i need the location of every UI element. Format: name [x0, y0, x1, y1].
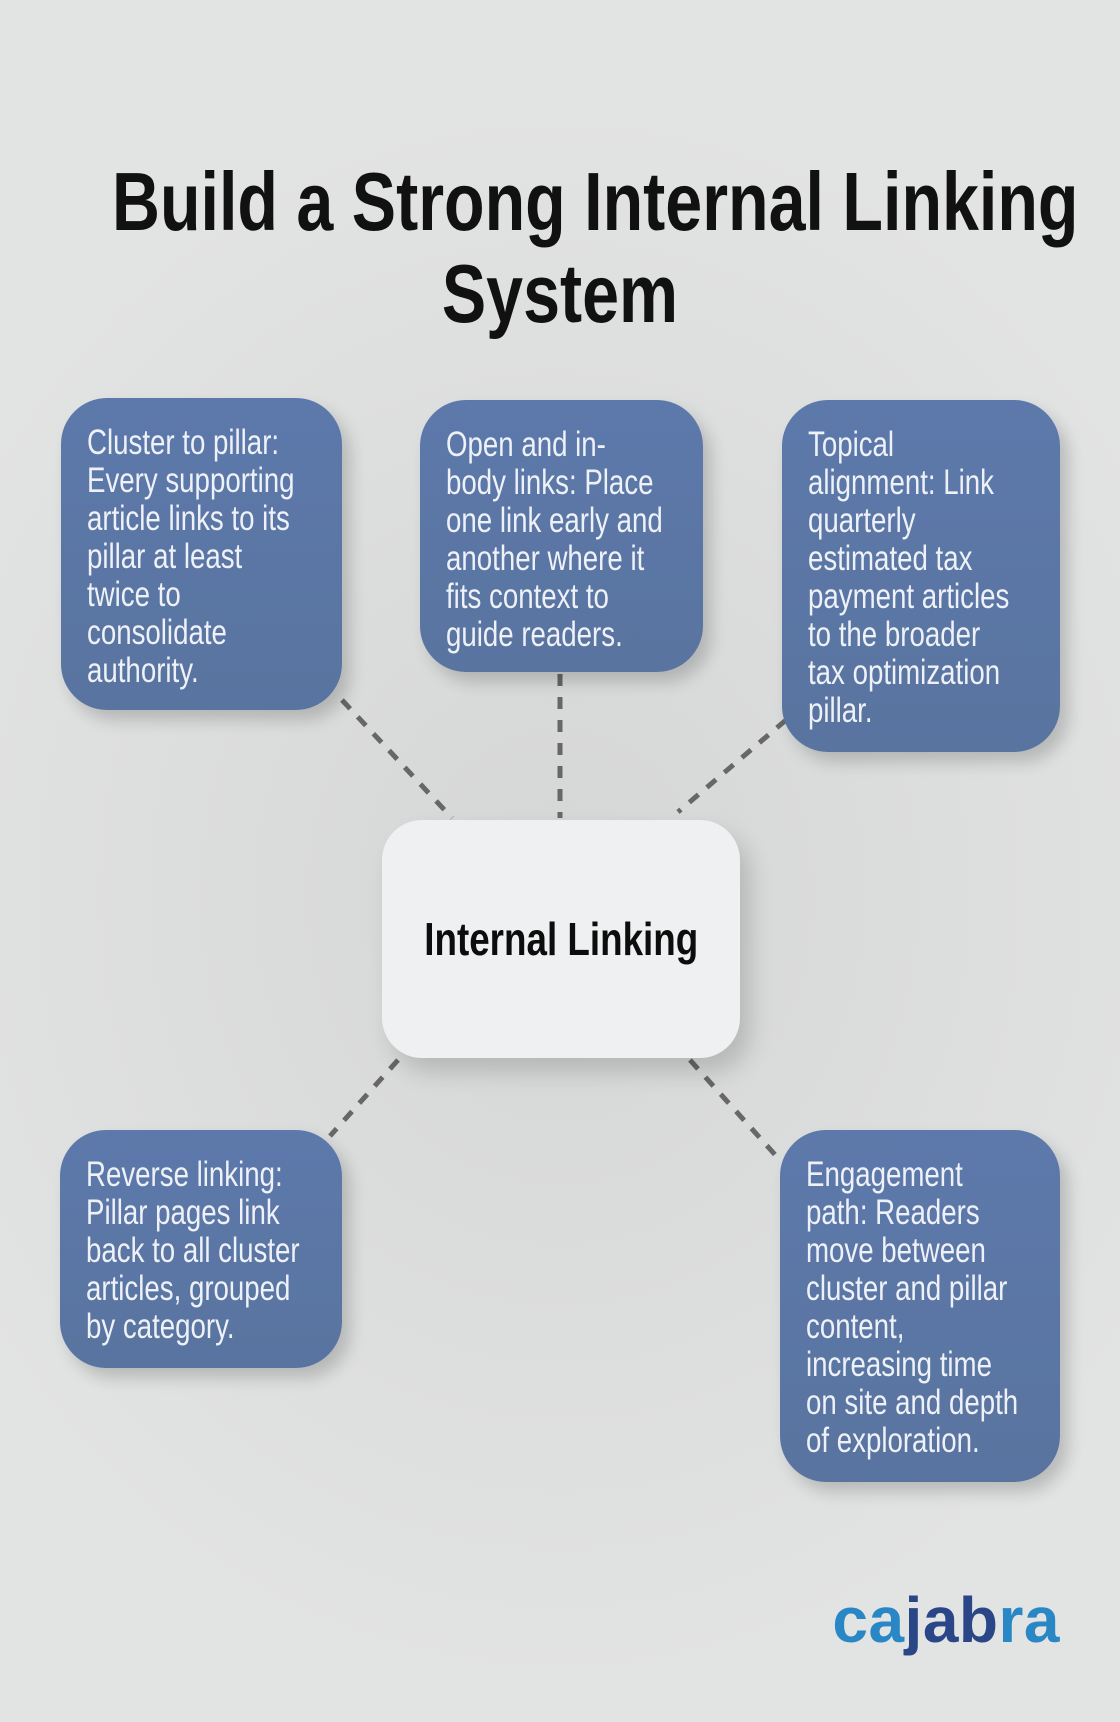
logo-segment-ra: ra: [998, 1584, 1060, 1656]
page-title-line-2: System: [441, 246, 679, 340]
logo-segment-ca: ca: [832, 1584, 905, 1656]
center-node-internal-linking: Internal Linking: [382, 820, 740, 1058]
page-title-line-1: Build a Strong Internal Linking: [112, 154, 1079, 248]
page-title: Build a Strong Internal Linking System: [0, 154, 1120, 340]
connector-top-right: [676, 718, 788, 814]
connector-bottom-right: [688, 1058, 780, 1160]
cajabra-logo: cajabra: [832, 1583, 1060, 1657]
connector-top-left: [340, 698, 454, 820]
center-node-label: Internal Linking: [424, 913, 698, 965]
connector-bottom-left: [328, 1058, 400, 1138]
logo-segment-jab: jab: [904, 1584, 999, 1656]
